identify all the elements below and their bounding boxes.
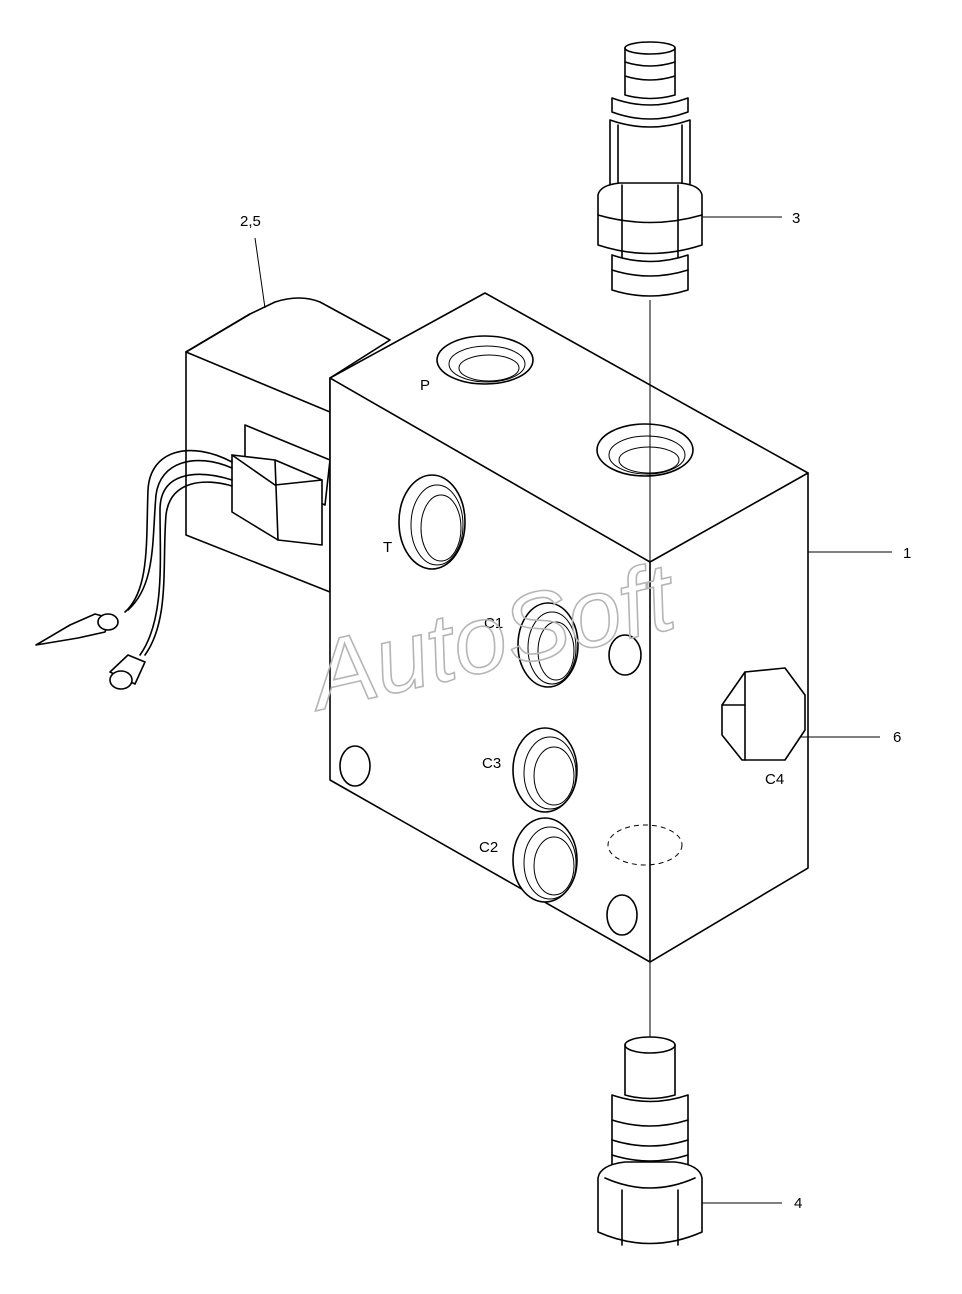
port-label-c4: C4: [765, 771, 784, 788]
port-label-t: T: [383, 539, 392, 556]
callout-label-3: 3: [792, 210, 800, 227]
callout-label-6: 6: [893, 729, 901, 746]
solenoid-wires: [35, 449, 233, 690]
valve-block: [329, 292, 809, 963]
callout-label-2-5: 2,5: [240, 213, 261, 230]
solenoid-coil: [185, 297, 391, 593]
port-label-p: P: [420, 377, 430, 394]
cartridge-valve-part-3: [597, 41, 703, 297]
callout-label-1: 1: [903, 545, 911, 562]
port-label-c3: C3: [482, 755, 501, 772]
leader-lines: [254, 216, 892, 1204]
callout-label-4: 4: [794, 1195, 802, 1212]
plug-part-6: [721, 667, 806, 761]
port-label-c2: C2: [479, 839, 498, 856]
cartridge-valve-part-4: [597, 1036, 703, 1246]
port-label-c1: C1: [484, 615, 503, 632]
